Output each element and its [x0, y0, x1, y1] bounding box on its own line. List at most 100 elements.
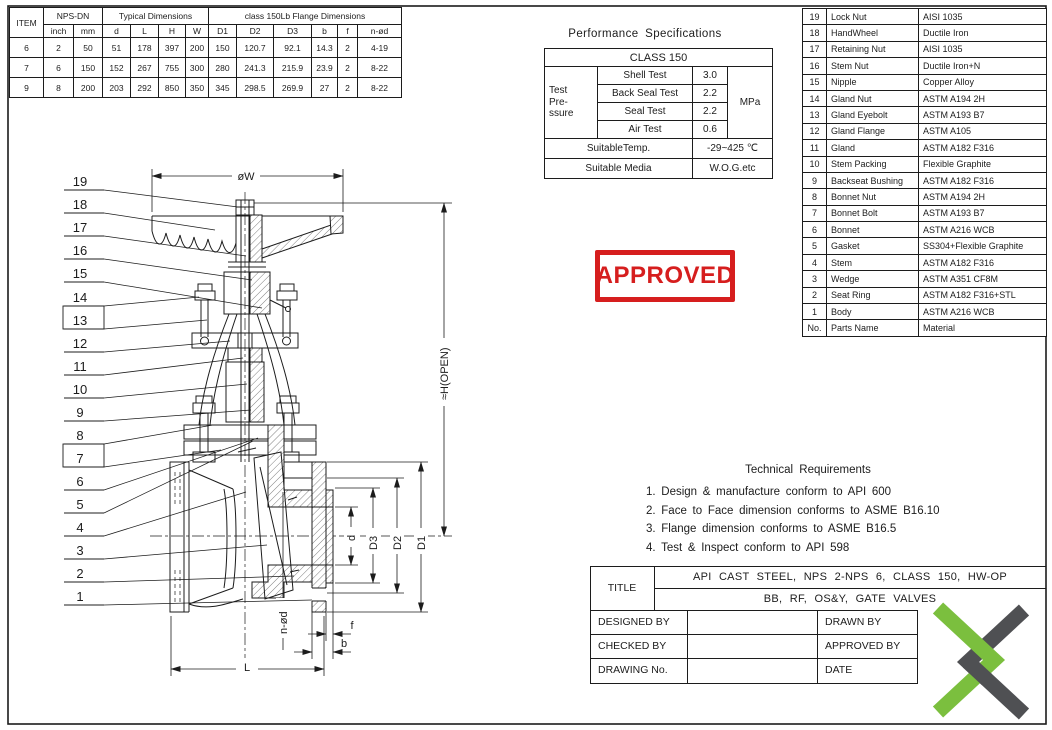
- table-cell: ASTM A193 B7: [918, 204, 1047, 223]
- table-cell: Gland Flange: [826, 122, 919, 141]
- table-cell: 11: [802, 139, 827, 157]
- table-cell: 3: [802, 270, 827, 288]
- table-cell: 8: [43, 77, 74, 98]
- table-cell: 19: [802, 7, 827, 26]
- title-line1: API CAST STEEL, NPS 2-NPS 6, CLASS 150, …: [692, 571, 1008, 583]
- table-cell: SS304+Flexible Graphite: [918, 237, 1047, 255]
- table-cell: ASTM A193 B7: [918, 106, 1047, 124]
- dim-header-flange: class 150Lb Flange Dimensions: [208, 7, 402, 25]
- table-cell: 23.9: [311, 57, 338, 78]
- performance-table: CLASS 150 Test Pre- ssure Shell Test 3.0…: [544, 48, 773, 179]
- table-cell: 4: [802, 253, 827, 272]
- designed-by-label: DESIGNED BY: [598, 616, 670, 628]
- logo-green-chevron: [932, 602, 1006, 718]
- table-cell: 5: [802, 237, 827, 255]
- gland-assembly: [191, 283, 299, 363]
- dim-header-typical: Typical Dimensions: [102, 7, 209, 25]
- table-cell: D3: [273, 24, 312, 38]
- logo-gray-overlap: [962, 656, 993, 686]
- table-cell: 2: [337, 57, 358, 78]
- table-cell: 267: [130, 57, 159, 78]
- checked-by-label: CHECKED BY: [598, 640, 667, 652]
- table-cell: Bonnet Bolt: [826, 204, 919, 223]
- table-cell: HandWheel: [826, 24, 919, 42]
- perf-temp-label: SuitableTemp.: [544, 138, 693, 159]
- leader-number: 6: [76, 474, 83, 489]
- table-cell: 17: [802, 40, 827, 59]
- table-cell: D2: [236, 24, 274, 38]
- leader-number: 10: [73, 382, 87, 397]
- leader-number: 3: [76, 543, 83, 558]
- table-cell: 50: [73, 37, 103, 58]
- table-cell: 298.5: [236, 77, 274, 98]
- perf-test-name: Back Seal Test: [597, 84, 693, 103]
- table-cell: 152: [102, 57, 131, 78]
- table-cell: ASTM A182 F316: [918, 139, 1047, 157]
- approved-stamp-text: APPROVED: [595, 262, 735, 289]
- table-cell: 397: [158, 37, 186, 58]
- body-left-profile: [188, 469, 244, 608]
- table-cell: ASTM A182 F316: [918, 253, 1047, 272]
- table-cell: 850: [158, 77, 186, 98]
- leader-number: 19: [73, 174, 87, 189]
- table-cell: Backseat Bushing: [826, 171, 919, 190]
- table-cell: 350: [185, 77, 209, 98]
- dim-f: [308, 583, 351, 659]
- dim-label-w: øW: [237, 171, 255, 183]
- table-cell: 2: [802, 286, 827, 305]
- leader-number: 12: [73, 336, 87, 351]
- yoke: [198, 313, 296, 426]
- table-cell: Gland Eyebolt: [826, 106, 919, 124]
- dimension-labels: øW ≈H(OPEN) d D3 D2 D1 n-ød f b L: [232, 168, 452, 674]
- table-cell: 6: [43, 57, 74, 78]
- valve-geometry: [151, 199, 344, 613]
- table-cell: Seat Ring: [826, 286, 919, 305]
- table-cell: 2: [337, 37, 358, 58]
- table-cell: 8-22: [357, 57, 402, 78]
- table-cell: 150: [208, 37, 237, 58]
- dim-label-d1: D1: [416, 536, 428, 550]
- table-cell: Gasket: [826, 237, 919, 255]
- table-cell: 200: [73, 77, 103, 98]
- table-cell: 2: [43, 37, 74, 58]
- tech-requirements-title: Technical Requirements: [745, 464, 871, 476]
- table-cell: Gland Nut: [826, 89, 919, 108]
- table-cell: 6: [9, 37, 44, 58]
- table-cell: ASTM A182 F316+STL: [918, 286, 1047, 305]
- seat-ring-upper: [287, 496, 298, 501]
- table-cell: 200: [185, 37, 209, 58]
- sheet-border: [7, 5, 1047, 725]
- drawing-no-label: DRAWING No.: [598, 664, 668, 676]
- table-cell: 1: [802, 303, 827, 321]
- perf-pressure-label: Test Pre- ssure: [544, 66, 598, 139]
- leader-number: 15: [73, 266, 87, 281]
- title-line2: BB, RF, OS&Y, GATE VALVES: [763, 593, 937, 605]
- leader-number: 9: [76, 405, 83, 420]
- table-cell: ASTM A182 F316: [918, 171, 1047, 190]
- table-cell: Stem Packing: [826, 155, 919, 173]
- table-cell: 51: [102, 37, 131, 58]
- perf-media-label: Suitable Media: [544, 158, 693, 179]
- dim-header-item: ITEM: [9, 7, 44, 38]
- perf-class-header: CLASS 150: [544, 48, 773, 67]
- tech-requirement-item: 3. Flange dimension conforms to ASME B16…: [646, 523, 897, 536]
- table-cell: 150: [73, 57, 103, 78]
- leader-number: 5: [76, 497, 83, 512]
- perf-test-value: 0.6: [692, 120, 728, 139]
- table-cell: 300: [185, 57, 209, 78]
- leader-number: 17: [73, 220, 87, 235]
- table-cell: L: [130, 24, 159, 38]
- table-cell: Ductile Iron: [918, 24, 1047, 42]
- dim-label-h: ≈H(OPEN): [439, 348, 451, 400]
